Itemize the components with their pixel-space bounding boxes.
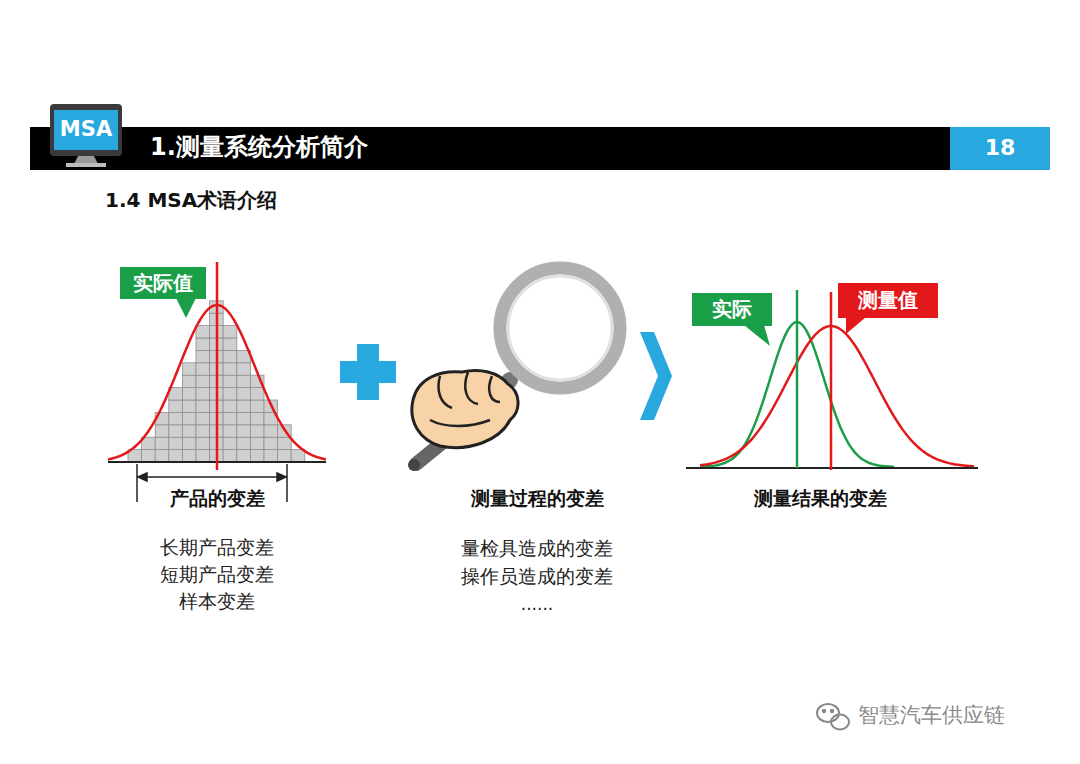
list-item: 样本变差 (179, 590, 255, 613)
callout-pointer (846, 317, 866, 334)
header-bar (30, 127, 950, 170)
node-text: 实际值 (133, 272, 193, 294)
group-heading: 产品的变差 (170, 487, 265, 510)
chevron-arrow (640, 332, 672, 420)
distribution-curve (700, 326, 974, 466)
magnifier-illustration (408, 268, 620, 471)
subtitle: 1.4 MSA术语介绍 (105, 188, 277, 212)
page-number: 18 (950, 127, 1050, 170)
watermark: 智慧汽车供应链 (858, 703, 1005, 728)
monitor-screen: MSA (54, 110, 118, 150)
slide-title: 1.测量系统分析简介 (150, 133, 368, 162)
callout-box: 实际值 (120, 267, 206, 299)
mean-line (830, 292, 833, 470)
callout-box: 测量值 (838, 283, 938, 318)
list-item: 量检具造成的变差 (461, 537, 613, 560)
mean-line (796, 290, 799, 468)
node-text: 测量值 (858, 289, 918, 311)
list-item: 短期产品变差 (160, 563, 274, 586)
group-heading: 测量过程的变差 (471, 487, 604, 510)
mean-line (216, 262, 219, 470)
callout-pointer (176, 298, 196, 318)
node-text: 18 (985, 136, 1016, 160)
plus-sign (340, 344, 396, 400)
wechat-icon (817, 704, 849, 730)
node-text: 实际 (712, 298, 752, 320)
monitor-icon (50, 104, 122, 167)
node-text: MSA (60, 118, 112, 141)
callout-pointer (744, 325, 770, 346)
list-item: 长期产品变差 (160, 536, 274, 559)
list-item: ...... (521, 594, 553, 614)
callout-box: 实际 (692, 293, 772, 326)
list-item: 操作员造成的变差 (461, 565, 613, 588)
group-heading: 测量结果的变差 (754, 487, 887, 510)
